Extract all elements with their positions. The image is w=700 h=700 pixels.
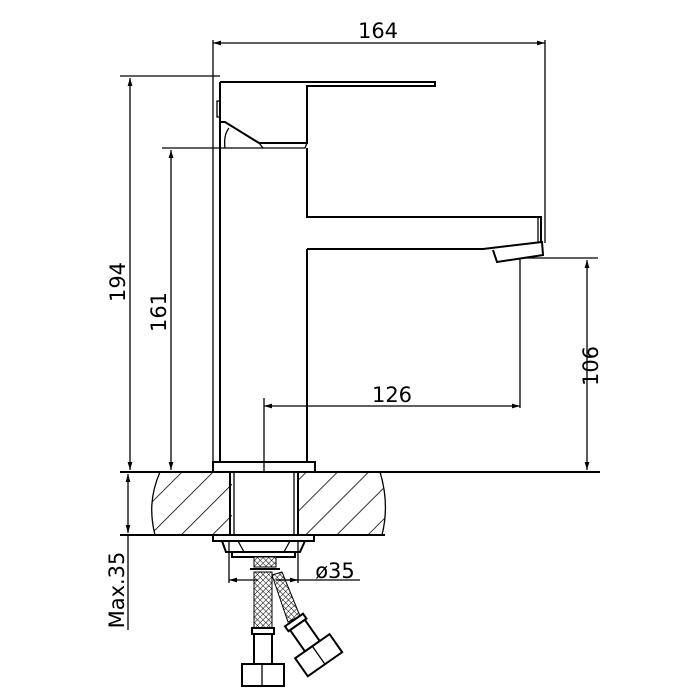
dim-194-label: 194 bbox=[106, 262, 130, 302]
dim-126-label: 126 bbox=[372, 383, 412, 407]
countertop-section bbox=[120, 471, 600, 536]
dim-164-label: 164 bbox=[358, 19, 398, 43]
dim-161-label: 161 bbox=[147, 292, 171, 332]
dim-diameter-35-label: ø35 bbox=[315, 559, 355, 583]
shank bbox=[212, 471, 315, 558]
dim-106-label: 106 bbox=[579, 346, 603, 386]
dim-max-35-label: Max.35 bbox=[105, 552, 129, 629]
dimension-lines bbox=[120, 40, 598, 630]
supply-hoses bbox=[241, 556, 344, 687]
faucet-body bbox=[212, 81, 545, 473]
